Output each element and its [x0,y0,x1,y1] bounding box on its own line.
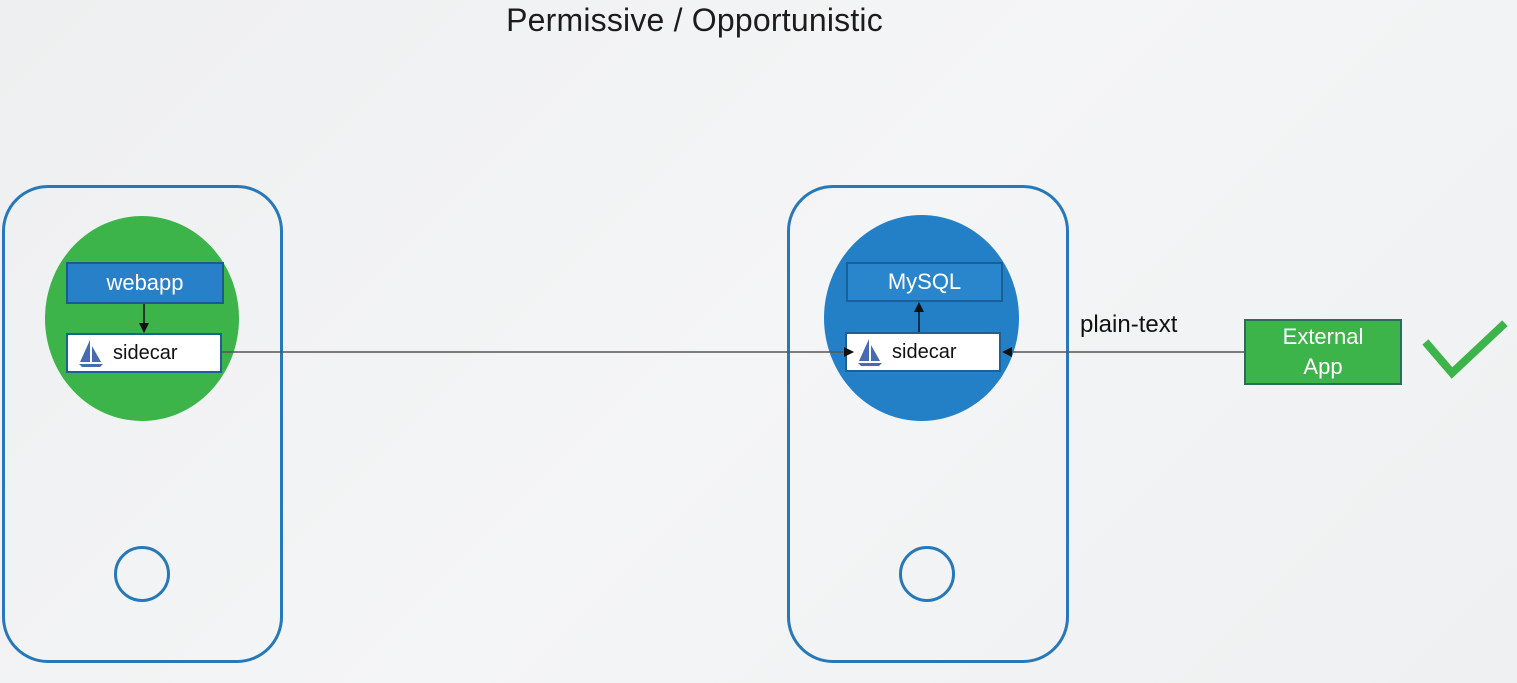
mysql-container: MySQL [846,262,1003,302]
left-node [2,185,283,663]
mysql-pod [824,215,1019,421]
right-sidecar-label: sidecar [892,340,957,363]
external-app-line1: External [1282,324,1364,349]
diagram-title: Permissive / Opportunistic [506,2,883,38]
left-sidecar: sidecar [66,333,222,373]
right-node-circle [899,546,955,602]
left-sidecar-label: sidecar [113,341,178,364]
webapp-label: webapp [106,270,184,295]
webapp-container: webapp [66,262,224,304]
left-node-circle [114,546,170,602]
sailboat-icon [858,339,882,366]
mysql-label: MySQL [887,269,962,294]
webapp-pod [45,216,239,421]
connection-label: plain-text [1080,311,1178,338]
checkmark-icon [1422,320,1508,379]
sailboat-icon [79,340,103,367]
right-sidecar: sidecar [845,332,1001,372]
external-app-box: External App [1244,319,1402,385]
right-node [787,185,1069,663]
external-app-line2: App [1303,354,1343,379]
